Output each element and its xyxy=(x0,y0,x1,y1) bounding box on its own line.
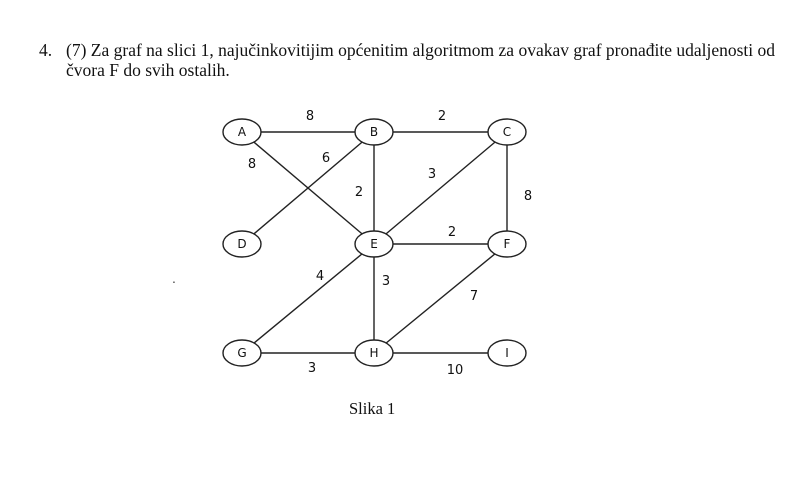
edge-weight-E-G: 4 xyxy=(316,269,324,284)
node-label-H: H xyxy=(369,346,378,360)
node-C: C xyxy=(487,118,527,146)
node-G: G xyxy=(222,339,262,367)
edge-weight-G-H: 3 xyxy=(308,361,316,376)
edge-weight-B-C: 2 xyxy=(438,109,446,124)
edge-weight-E-C: 3 xyxy=(428,167,436,182)
node-E: E xyxy=(354,230,394,258)
graph-nodes: A B C D E F G H I xyxy=(222,118,527,367)
edge-weight-B-E: 2 xyxy=(355,185,363,200)
edge-weight-A-B: 8 xyxy=(306,109,314,124)
node-label-D: D xyxy=(237,237,246,251)
edge-weight-A-E: 8 xyxy=(248,157,256,172)
edge-weight-H-I: 10 xyxy=(447,363,464,378)
edge-weight-E-H: 3 xyxy=(382,274,390,289)
node-label-B: B xyxy=(370,125,378,139)
edge-weight-E-F: 2 xyxy=(448,225,456,240)
node-B: B xyxy=(354,118,394,146)
node-I: I xyxy=(487,339,527,367)
edge-weight-C-F: 8 xyxy=(524,189,532,204)
node-D: D xyxy=(222,230,262,258)
stray-dot: . xyxy=(172,270,176,286)
node-A: A xyxy=(222,118,262,146)
question-number: 4. xyxy=(39,40,53,60)
node-label-C: C xyxy=(503,125,511,139)
graph-figure: 8 8 6 2 2 3 8 2 4 3 7 3 10 A B C D E F G H I xyxy=(222,109,532,378)
node-label-F: F xyxy=(504,237,511,251)
node-label-I: I xyxy=(505,346,509,360)
edge-E-C xyxy=(373,131,508,245)
node-H: H xyxy=(354,339,394,367)
question-text: (7) Za graf na slici 1, najučinkovitijim… xyxy=(66,40,776,80)
edge-H-F xyxy=(373,243,508,354)
edge-weight-H-F: 7 xyxy=(470,289,478,304)
edge-weight-D-B: 6 xyxy=(322,151,330,166)
edge-D-B xyxy=(241,131,375,245)
node-label-E: E xyxy=(370,237,378,251)
graph-edges: 8 8 6 2 2 3 8 2 4 3 7 3 10 xyxy=(241,109,532,378)
node-label-G: G xyxy=(237,346,246,360)
edge-E-G xyxy=(241,243,375,354)
figure-caption: Slika 1 xyxy=(349,399,396,418)
node-label-A: A xyxy=(238,125,247,139)
node-F: F xyxy=(487,230,527,258)
